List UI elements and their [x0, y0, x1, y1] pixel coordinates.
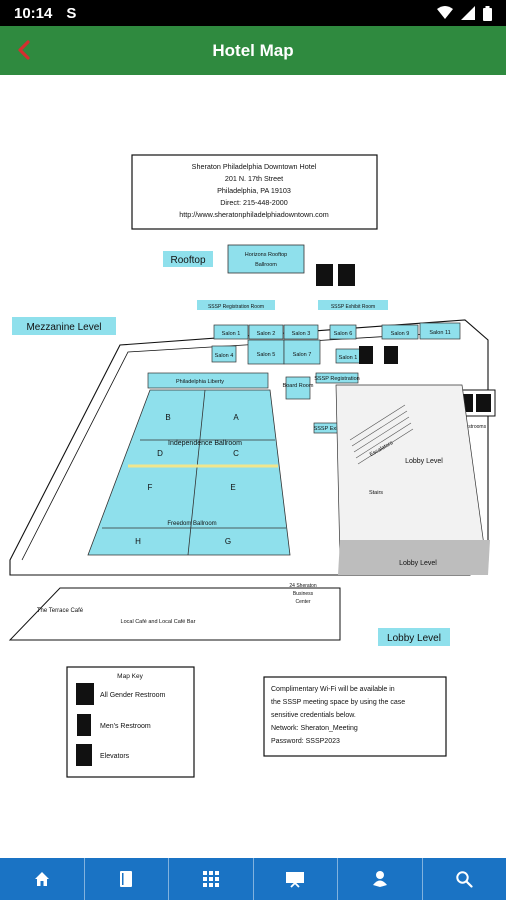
salon-label-extra: Salon 1 [339, 355, 358, 361]
ballroom-c-label: C [233, 449, 239, 458]
ballroom-d-label: D [157, 449, 163, 458]
restrooms-label: Restrooms [462, 424, 487, 430]
salon-1-label: Salon 1 [222, 331, 241, 337]
key-elevators-label: Elevators [100, 753, 130, 760]
salon-7-label: Salon 7 [293, 352, 312, 358]
wifi-note-line-2: the SSSP meeting space by using the case [271, 699, 405, 706]
hotel-map[interactable]: Sheraton Philadelphia Downtown Hotel 201… [0, 75, 506, 858]
hotel-website: http://www.sheratonphiladelphiadowntown.… [179, 210, 328, 219]
signal-icon [461, 6, 475, 20]
registration-room-label: SSSP Registration Room [208, 304, 264, 310]
nav-search[interactable] [423, 858, 506, 900]
wifi-note-line-1: Complimentary Wi-Fi will be available in [271, 686, 395, 693]
salon-2-label: Salon 2 [257, 331, 276, 337]
map-viewport[interactable]: Sheraton Philadelphia Downtown Hotel 201… [0, 75, 506, 858]
ballroom-a-label: A [233, 413, 239, 422]
terrace-cafe-label: The Terrace Café [37, 608, 84, 614]
salon-9-label: Salon 9 [391, 331, 410, 337]
back-arrow-icon[interactable] [10, 36, 38, 64]
nav-grid[interactable] [169, 858, 254, 900]
salon-4-label: Salon 4 [215, 353, 234, 359]
page-title: Hotel Map [212, 40, 294, 60]
status-time: 10:14 [14, 4, 53, 22]
salon-11-label: Salon 11 [429, 330, 450, 336]
hotel-street: 201 N. 17th Street [225, 174, 283, 183]
ballroom-g-label: G [225, 537, 231, 546]
app-bar: Hotel Map [0, 26, 506, 75]
rooftop-ballroom-label-2: Ballroom [255, 262, 277, 268]
map-key-title: Map Key [117, 673, 143, 680]
search-icon [456, 871, 473, 888]
key-all-gender-label: All Gender Restroom [100, 692, 166, 699]
nav-book[interactable] [85, 858, 169, 900]
key-mens-label: Men's Restroom [100, 723, 151, 730]
status-icons [437, 5, 492, 21]
ballroom-b-label: B [165, 413, 170, 422]
liberty-label: Philadelphia Liberty [176, 379, 224, 385]
book-icon [120, 871, 133, 887]
wifi-password: Password: SSSP2023 [271, 738, 340, 745]
hotel-city: Philadelphia, PA 19103 [217, 186, 291, 195]
registration-desk-label: SSSP Registration [314, 376, 359, 382]
bottom-nav [0, 858, 506, 900]
stairs-label: Stairs [369, 490, 383, 496]
salon-6-label: Salon 6 [334, 331, 353, 337]
battery-icon [483, 5, 492, 21]
status-bar: 10:14 S [0, 0, 506, 26]
presentation-icon [286, 872, 305, 888]
nav-person[interactable] [338, 858, 423, 900]
mezzanine-label: Mezzanine Level [26, 322, 101, 333]
grid-icon [202, 871, 219, 887]
hotel-name: Sheraton Philadelphia Downtown Hotel [192, 162, 317, 171]
business-center-label-3: Center [295, 599, 310, 605]
salon-5-label: Salon 5 [257, 352, 276, 358]
person-pin-icon [372, 871, 387, 887]
lobby-level-inner-label: Lobby Level [405, 458, 443, 465]
hotel-phone: Direct: 215-448-2000 [220, 198, 288, 207]
home-icon [34, 872, 49, 886]
wifi-icon [437, 6, 453, 19]
rooftop-label: Rooftop [170, 255, 205, 266]
salon-3-label: Salon 3 [292, 331, 311, 337]
lobby-level-label: Lobby Level [387, 633, 441, 644]
freedom-ballroom-label: Freedom Ballroom [167, 521, 216, 527]
ballroom-h-label: H [135, 537, 141, 546]
independence-ballroom-label: Independence Ballroom [168, 440, 242, 447]
wifi-network: Network: Sheraton_Meeting [271, 725, 358, 732]
status-s-icon: S [66, 4, 77, 22]
ballroom-e-label: E [230, 483, 235, 492]
exhibit-room-label: SSSP Exhibit Room [331, 304, 375, 310]
rooftop-ballroom-label: Horizons Rooftop [245, 252, 288, 258]
nav-presentation[interactable] [254, 858, 338, 900]
local-cafe-label: Local Café and Local Café Bar [121, 619, 196, 625]
board-room-label: Board Room [283, 383, 314, 389]
lobby-level-floor-label: Lobby Level [399, 560, 437, 567]
nav-home[interactable] [0, 858, 85, 900]
wifi-note-line-3: sensitive credentials below. [271, 712, 356, 719]
ballroom-f-label: F [148, 483, 153, 492]
business-center-label: 24 Sheraton [289, 583, 316, 589]
business-center-label-2: Business [293, 591, 314, 597]
